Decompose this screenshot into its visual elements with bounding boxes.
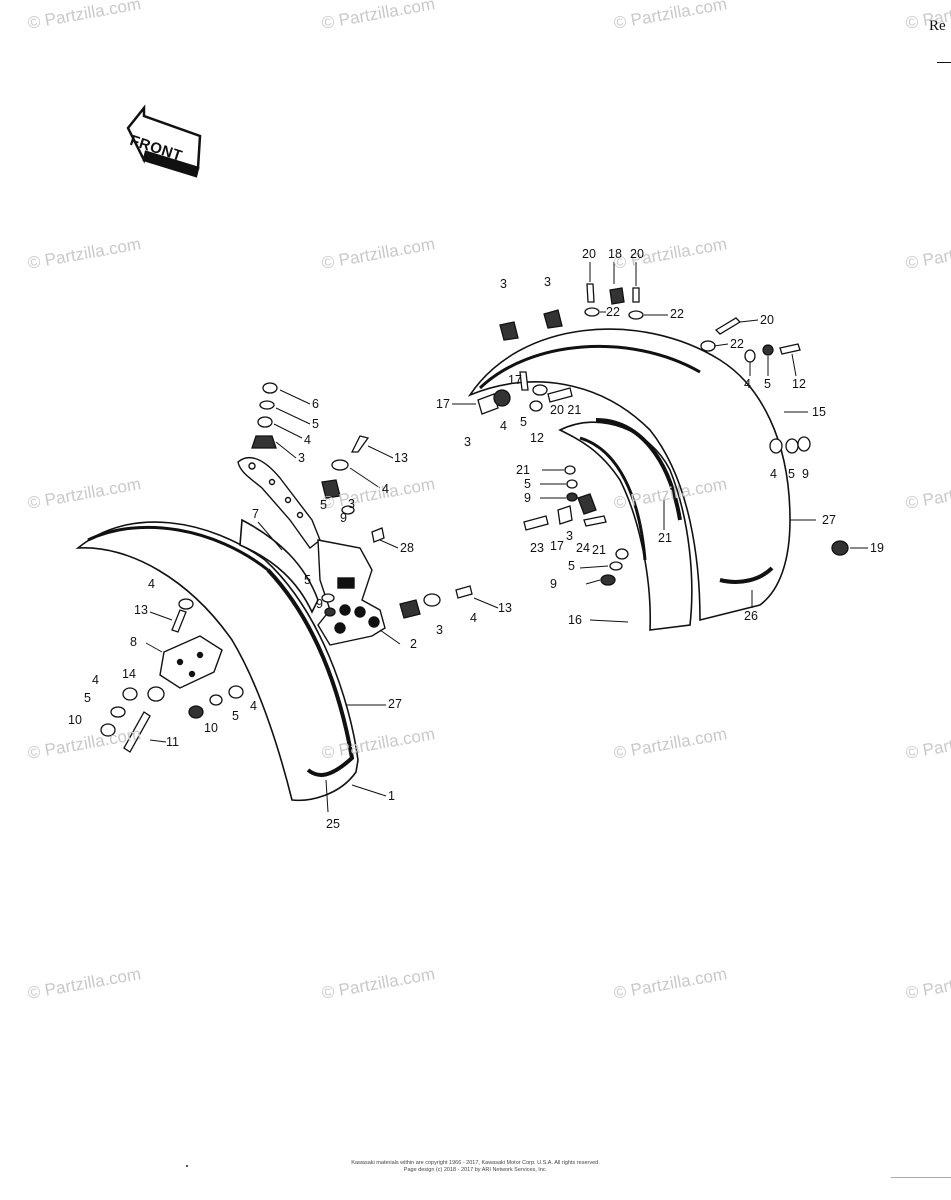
callout-number: 27: [822, 513, 836, 527]
copyright-line: Page design (c) 2018 - 2017 by ARI Netwo…: [403, 1167, 548, 1173]
rear-fender-icon: [467, 328, 791, 631]
callout-number: 4: [770, 467, 777, 481]
callout-number: 3: [436, 623, 443, 637]
fender-stay-icon: [237, 457, 321, 550]
callout-number: 4: [92, 673, 99, 687]
callout-number: 20: [760, 313, 774, 327]
callout-number: 9: [340, 511, 347, 525]
callout-number: 5: [232, 709, 239, 723]
callout-number: 4: [148, 577, 155, 591]
leader-lines: [145, 262, 868, 813]
callout-number: 3: [348, 497, 355, 511]
callout-number: 10: [68, 713, 82, 727]
stray-dot: [186, 1165, 188, 1167]
callout-number: 3: [298, 451, 305, 465]
callout-number: 13: [134, 603, 148, 617]
corner-text: Re: [929, 18, 946, 34]
callout-number: 9: [524, 491, 531, 505]
front-fender-icon: [75, 518, 359, 802]
callout-number: 9: [550, 577, 557, 591]
callout-number: 21: [658, 531, 672, 545]
callout-number: 20: [630, 247, 644, 261]
callout-number: 15: [812, 405, 826, 419]
callout-number: 17: [508, 373, 522, 387]
copyright-line: Kawasaki materials within are copyright …: [351, 1160, 600, 1166]
callout-number: 9: [316, 597, 323, 611]
callout-number: 23: [530, 541, 544, 555]
callout-number: 5: [320, 498, 327, 512]
callout-number: 1: [388, 789, 395, 803]
callout-number: 4: [250, 699, 257, 713]
callout-number: 22: [606, 305, 620, 319]
callout-number: 2: [410, 637, 417, 651]
callout-number: 11: [166, 735, 179, 749]
callout-number: 20 21: [550, 403, 582, 417]
plate-icon: [159, 635, 223, 689]
callout-number: 18: [608, 247, 622, 261]
callout-number: 4: [744, 377, 751, 391]
bracket-icon: [317, 539, 386, 646]
callout-number: 22: [730, 337, 744, 351]
callout-number: 5: [764, 377, 771, 391]
callout-number: 4: [304, 433, 311, 447]
callout-number: 26: [744, 609, 758, 623]
callout-number: 5: [524, 477, 531, 491]
callout-number: 20: [582, 247, 596, 261]
callout-number: 17: [436, 397, 450, 411]
page-edge: [891, 1177, 951, 1200]
callout-number: 5: [304, 573, 311, 587]
callout-number: 4: [382, 482, 389, 496]
callout-number: 17: [550, 539, 564, 553]
callout-number: 27: [388, 697, 402, 711]
callout-number: 7: [252, 507, 259, 521]
callout-number: 5: [568, 559, 575, 573]
callout-number: 10: [204, 721, 218, 735]
callout-number: 28: [400, 541, 414, 555]
callout-number: 21: [592, 543, 606, 557]
callout-number: 13: [498, 601, 512, 615]
callout-number: 6: [312, 397, 319, 411]
corner-dash: [937, 62, 951, 63]
callout-number: 19: [870, 541, 884, 555]
callout-number: 3: [464, 435, 471, 449]
callout-number: 5: [520, 415, 527, 429]
callout-number: 24: [576, 541, 590, 555]
callout-number: 9: [802, 467, 809, 481]
callout-number: 12: [530, 431, 544, 445]
hardware-icon: [100, 382, 473, 753]
callout-number: 4: [470, 611, 477, 625]
callout-number: 25: [326, 817, 340, 831]
callout-number: 3: [500, 277, 507, 291]
callout-number: 22: [670, 307, 684, 321]
callout-number: 5: [312, 417, 319, 431]
callout-number: 16: [568, 613, 582, 627]
callout-number: 3: [544, 275, 551, 289]
callout-number: 3: [566, 529, 573, 543]
callout-number: 5: [788, 467, 795, 481]
callout-number: 12: [792, 377, 806, 391]
callout-number: 14: [122, 667, 136, 681]
front-arrow-icon: [126, 104, 202, 178]
callout-number: 21: [516, 463, 530, 477]
callout-number: 5: [84, 691, 91, 705]
callout-number: 8: [130, 635, 137, 649]
callout-number: 4: [500, 419, 507, 433]
callout-number: 13: [394, 451, 408, 465]
